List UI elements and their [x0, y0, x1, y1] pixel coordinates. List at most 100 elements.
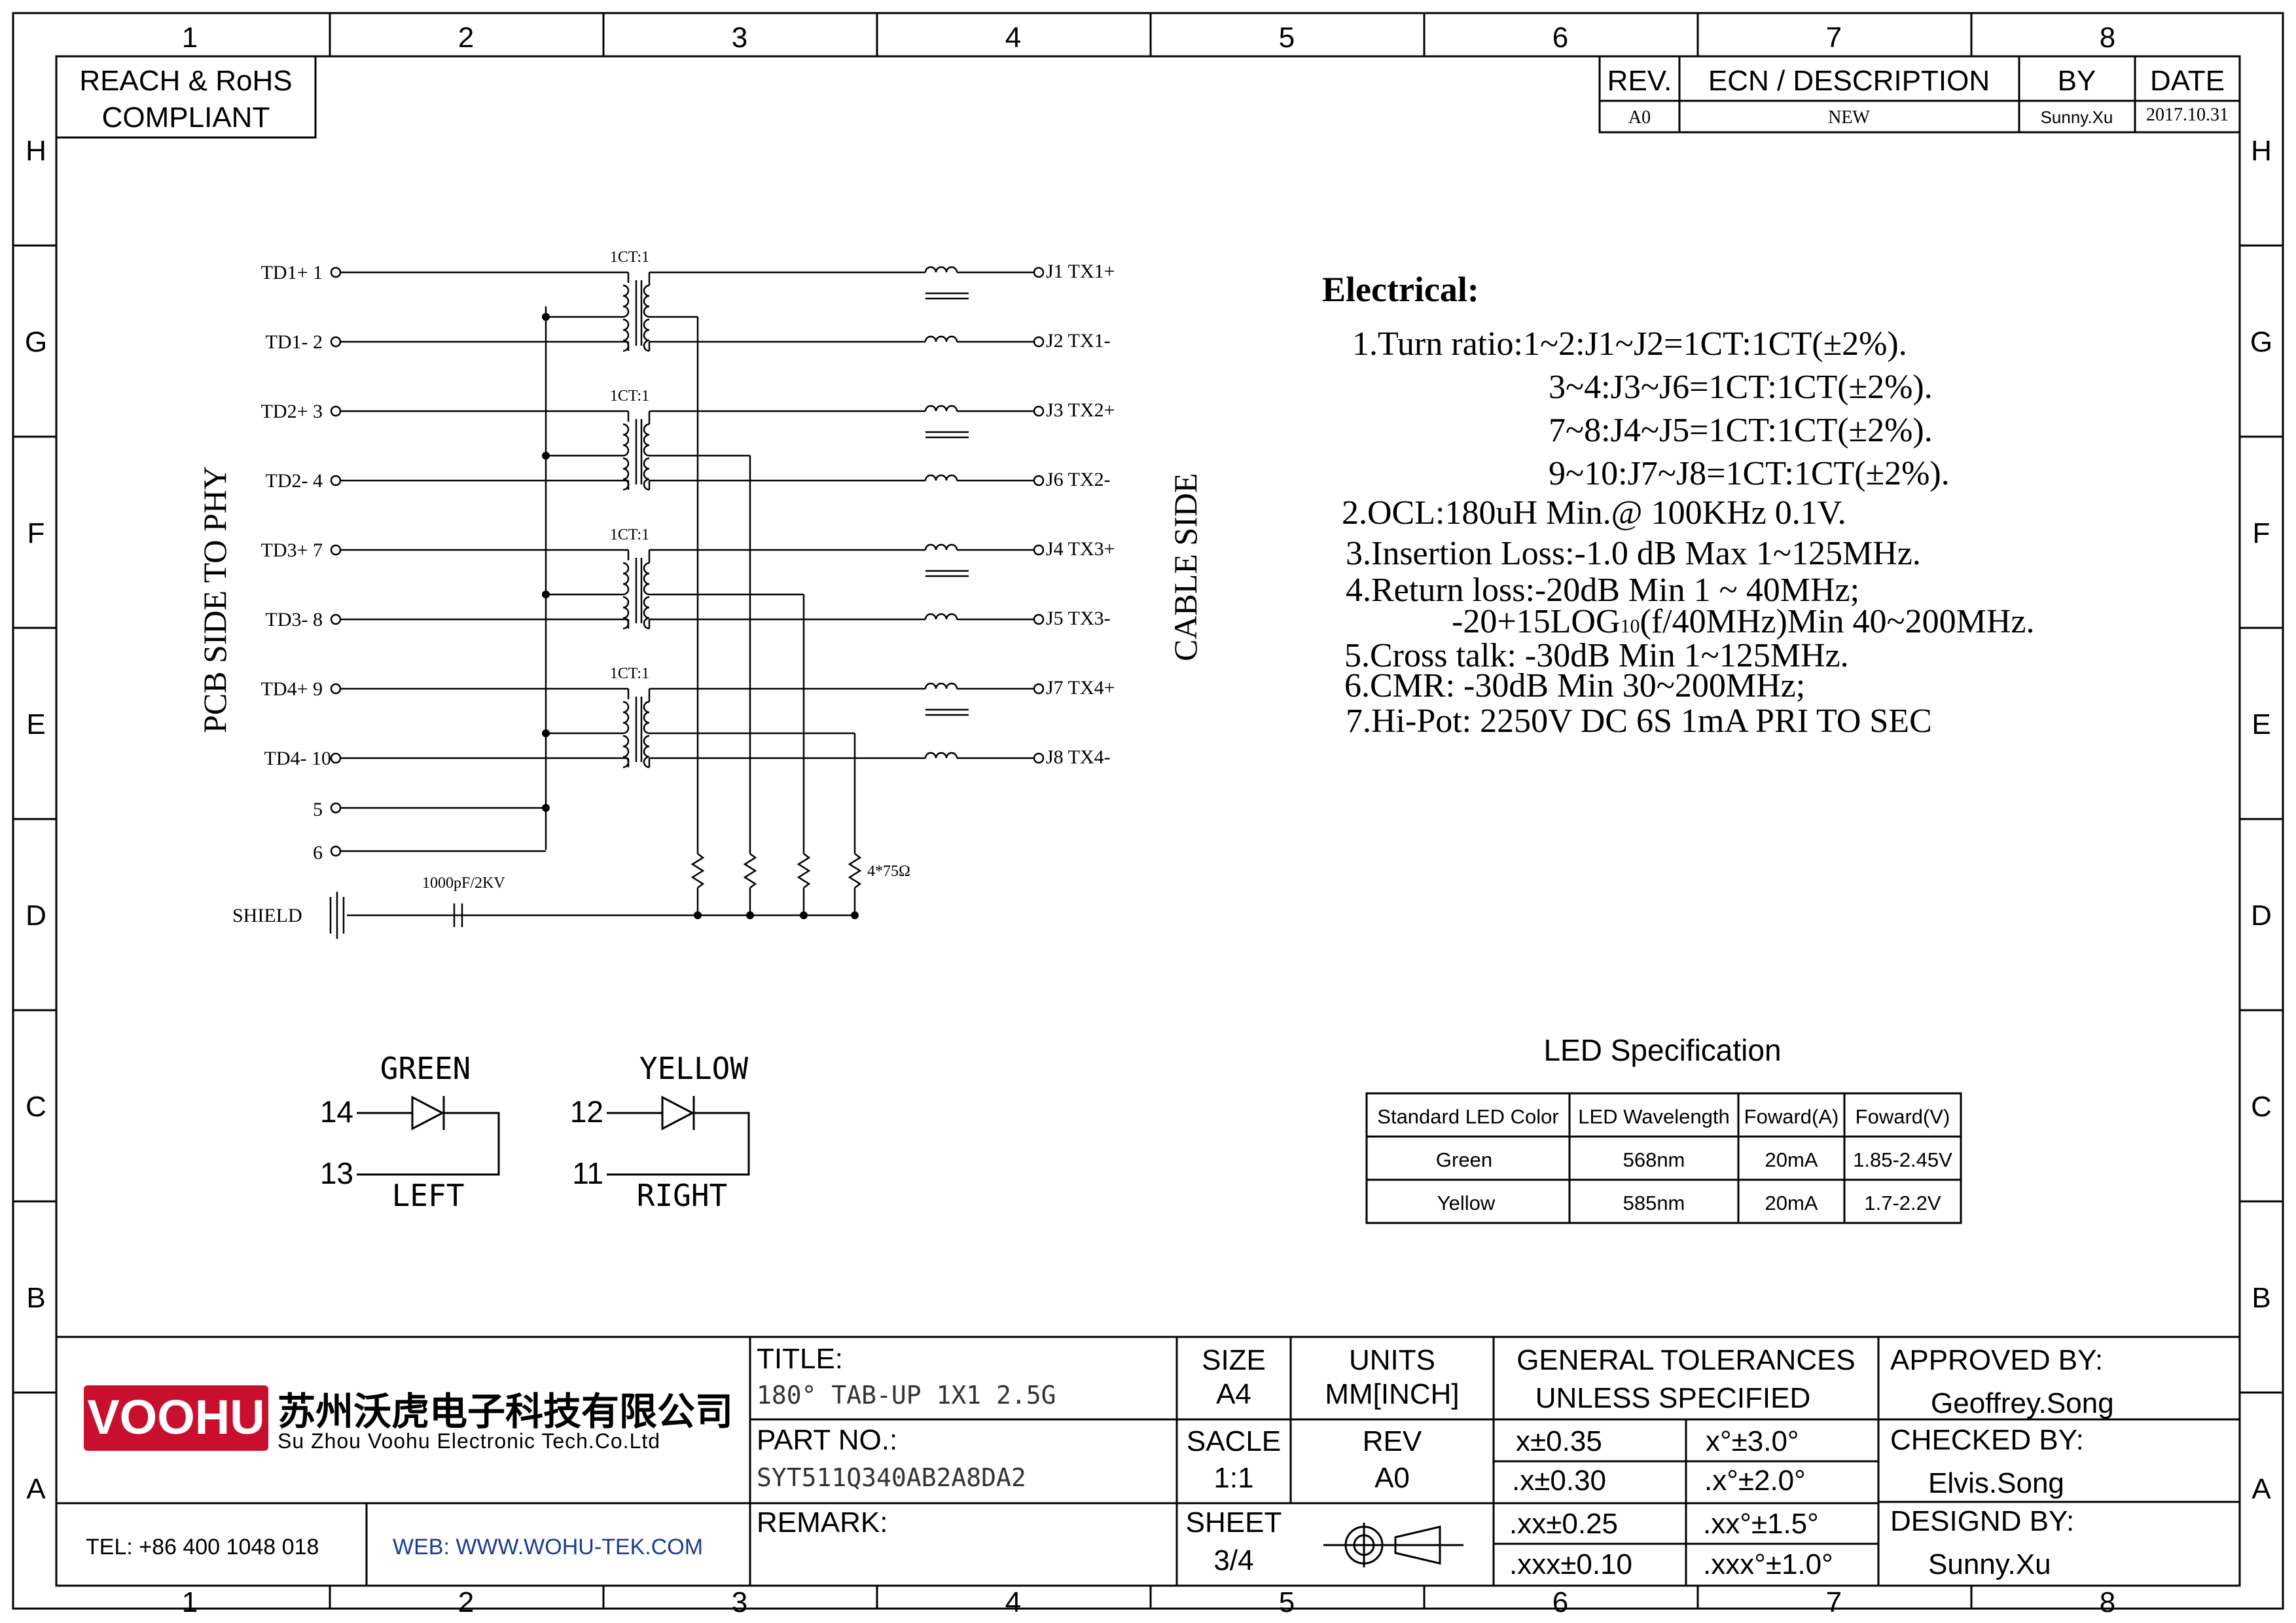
telephone: TEL: +86 400 1048 018 — [86, 1535, 319, 1559]
col-label: 4 — [1005, 1586, 1021, 1618]
col-label: 6 — [1552, 1586, 1568, 1618]
title-block: VOOHU 苏州沃虎电子科技有限公司 Su Zhou Voohu Electro… — [56, 1336, 2240, 1586]
compliance-line-1: REACH & RoHS — [79, 65, 292, 97]
spec-line: 5.Cross talk: -30dB Min 1~125MHz. — [1344, 637, 1849, 674]
led-side-label: RIGHT — [637, 1178, 727, 1213]
led-spec-cell: Green — [1436, 1148, 1492, 1171]
transformer-secondary-coil — [643, 457, 650, 491]
by-value: Sunny.Xu — [2041, 107, 2113, 127]
pin-label: J6 TX2- — [1046, 469, 1111, 490]
pin-label: TD1+ 1 — [261, 262, 323, 283]
sheet-label: SHEET — [1186, 1506, 1282, 1539]
pin-label: 5 — [313, 799, 323, 820]
tolerance-angular: .x°±2.0° — [1704, 1465, 1806, 1497]
row-label: B — [2251, 1282, 2270, 1314]
transformer-secondary-coil — [643, 562, 650, 596]
company-name-en: Su Zhou Voohu Electronic Tech.Co.Ltd — [278, 1429, 660, 1453]
tolerance-angular: .xxx°±1.0° — [1703, 1548, 1833, 1580]
choke-coil — [924, 266, 958, 273]
pin-terminal — [330, 336, 342, 348]
led-spec-title: LED Specification — [1543, 1033, 1781, 1067]
drawing-frame — [12, 12, 2284, 1610]
spec-line: 6.CMR: -30dB Min 30~200MHz; — [1344, 667, 1805, 704]
choke-coil — [924, 613, 958, 620]
row-label: E — [26, 708, 45, 740]
pin-terminal — [330, 544, 342, 556]
resistor-label: 4*75Ω — [867, 863, 910, 880]
tolerance-subtitle: UNLESS SPECIFIED — [1535, 1382, 1811, 1414]
part-label: PART NO.: — [757, 1424, 897, 1456]
designed-value: Sunny.Xu — [1928, 1548, 2051, 1580]
rev-value: A0 — [1374, 1462, 1410, 1494]
spec-line: 9~10:J7~J8=1CT:1CT(±2%). — [1549, 455, 1950, 492]
choke-coil — [924, 543, 958, 551]
led-right: YELLOW 12 11 RIGHT — [570, 1051, 750, 1213]
approved-label: APPROVED BY: — [1890, 1344, 2103, 1376]
pin-label: J3 TX2+ — [1046, 399, 1115, 421]
compliance-box: REACH & RoHS COMPLIANT — [55, 55, 317, 139]
revision-table: REV. ECN / DESCRIPTION BY DATE A0 NEW Su… — [1598, 55, 2241, 134]
pin-label: J8 TX4- — [1046, 746, 1111, 768]
row-label: E — [2251, 708, 2270, 740]
resistor-icon — [691, 853, 705, 888]
led-spec-header: Foward(A) — [1744, 1105, 1839, 1128]
pcb-side-label: PCB SIDE TO PHY — [196, 466, 233, 733]
remark-label: REMARK: — [757, 1506, 888, 1539]
pin-terminal — [330, 845, 342, 857]
transformer-ratio: 1CT:1 — [610, 665, 649, 682]
tolerance-linear: x±0.35 — [1516, 1425, 1602, 1457]
company-name-cn: 苏州沃虎电子科技有限公司 — [278, 1389, 733, 1434]
size-label: SIZE — [1202, 1344, 1266, 1376]
scale-label: SACLE — [1187, 1425, 1281, 1457]
frame-column-markers — [329, 13, 1973, 1609]
company-logo: VOOHU — [84, 1385, 268, 1451]
led-color-label: GREEN — [380, 1051, 471, 1086]
pin-label: TD4- 10 — [264, 748, 331, 769]
ecn-value: NEW — [1828, 107, 1870, 128]
schematic: PCB SIDE TO PHY CABLE SIDE TD1+ 1 TD1- 2… — [196, 249, 1204, 939]
checked-label: CHECKED BY: — [1890, 1424, 2084, 1456]
transformer-ratio: 1CT:1 — [610, 249, 649, 266]
tolerance-angular: x°±3.0° — [1706, 1425, 1799, 1457]
designed-label: DESIGND BY: — [1890, 1505, 2074, 1537]
resistor-icon — [743, 853, 757, 888]
led-side-label: LEFT — [392, 1178, 465, 1213]
frame-row-labels: H G F E D C B A H G F E D C B A — [25, 135, 2272, 1505]
pin-terminal — [1033, 475, 1045, 486]
col-label: 3 — [732, 22, 747, 54]
row-label: C — [2251, 1091, 2272, 1123]
rev-label: REV — [1363, 1425, 1422, 1457]
tolerance-linear: .xxx±0.10 — [1509, 1548, 1632, 1580]
led-spec-header: Standard LED Color — [1377, 1105, 1558, 1128]
row-label: A — [2251, 1473, 2271, 1505]
schematic-wiring — [329, 266, 1045, 939]
website: WEB: WWW.WOHU-TEK.COM — [393, 1535, 703, 1559]
scale-value: 1:1 — [1213, 1462, 1253, 1494]
units-label: UNITS — [1349, 1344, 1435, 1376]
col-label: 5 — [1279, 1586, 1295, 1618]
frame-column-labels: 1 2 3 4 5 6 7 8 1 2 3 4 5 6 7 8 — [182, 22, 2115, 1618]
row-label: G — [25, 326, 47, 358]
led-spec-cell: Yellow — [1437, 1192, 1496, 1214]
electrical-title: Electrical: — [1322, 270, 1479, 309]
led-spec-cell: 20mA — [1765, 1148, 1818, 1171]
choke-coil — [924, 335, 958, 342]
choke-coil — [924, 474, 958, 481]
spec-line: 1.Turn ratio:1~2:J1~J2=1CT:1CT(±2%). — [1352, 325, 1907, 363]
capacitor-label: 1000pF/2KV — [422, 875, 505, 892]
pin-label: J5 TX3- — [1046, 608, 1111, 629]
pin-terminal — [1033, 336, 1045, 348]
led-pin: 11 — [572, 1156, 603, 1190]
row-label: A — [26, 1473, 46, 1505]
pin-label: J2 TX1- — [1046, 330, 1111, 352]
row-label: B — [26, 1282, 45, 1314]
pin-terminal — [1033, 613, 1045, 625]
led-color-label: YELLOW — [639, 1051, 748, 1086]
spec-line-subscript: 10 — [1621, 615, 1640, 637]
col-label: 8 — [2100, 1586, 2115, 1618]
shield-label: SHIELD — [232, 905, 302, 926]
choke-coil — [924, 752, 958, 759]
pin-label: 6 — [313, 842, 323, 864]
spec-line: 2.OCL:180uH Min.@ 100KHz 0.1V. — [1342, 494, 1846, 532]
